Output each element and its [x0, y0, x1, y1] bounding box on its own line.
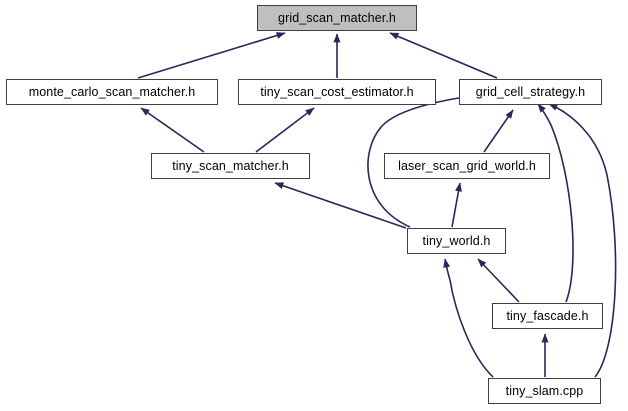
edge-laser-scan-grid-world-to-grid-cell-strategy — [483, 109, 514, 153]
node-grid-scan-matcher[interactable]: grid_scan_matcher.h — [257, 5, 417, 31]
node-tiny-scan-matcher[interactable]: tiny_scan_matcher.h — [151, 153, 310, 179]
node-label: tiny_scan_cost_estimator.h — [260, 84, 414, 99]
node-tiny-scan-cost-estimator[interactable]: tiny_scan_cost_estimator.h — [238, 79, 436, 105]
node-tiny-fascade[interactable]: tiny_fascade.h — [492, 303, 603, 329]
edge-tiny-fascade-to-grid-cell-strategy — [537, 103, 574, 303]
node-label: tiny_fascade.h — [506, 308, 589, 323]
edge-tiny-slam-to-tiny-world — [443, 258, 494, 378]
node-label: laser_scan_grid_world.h — [398, 158, 536, 173]
edge-tiny-world-to-laser-scan-grid-world — [451, 182, 462, 228]
node-label: grid_scan_matcher.h — [278, 10, 396, 25]
edge-tiny-world-to-tiny-scan-matcher — [274, 182, 407, 229]
node-label: monte_carlo_scan_matcher.h — [28, 84, 196, 99]
node-laser-scan-grid-world[interactable]: laser_scan_grid_world.h — [384, 153, 550, 179]
node-label: tiny_world.h — [422, 233, 491, 248]
node-tiny-slam[interactable]: tiny_slam.cpp — [488, 378, 601, 404]
node-label: tiny_slam.cpp — [505, 383, 584, 398]
edge-tiny-scan-matcher-to-cost-estimator — [255, 107, 315, 153]
node-tiny-world[interactable]: tiny_world.h — [407, 228, 506, 254]
edge-monte-carlo-to-grid-scan-matcher — [137, 32, 286, 79]
edge-tiny-slam-to-grid-cell-strategy — [548, 103, 617, 378]
node-grid-cell-strategy[interactable]: grid_cell_strategy.h — [459, 79, 602, 105]
node-label: tiny_scan_matcher.h — [172, 158, 289, 173]
node-label: grid_cell_strategy.h — [475, 84, 586, 99]
edge-tiny-scan-matcher-to-monte-carlo — [140, 107, 205, 153]
node-monte-carlo-scan-matcher[interactable]: monte_carlo_scan_matcher.h — [6, 79, 218, 105]
edge-grid-cell-strategy-to-grid-scan-matcher — [389, 32, 498, 79]
edge-tiny-fascade-to-tiny-world — [477, 258, 520, 303]
